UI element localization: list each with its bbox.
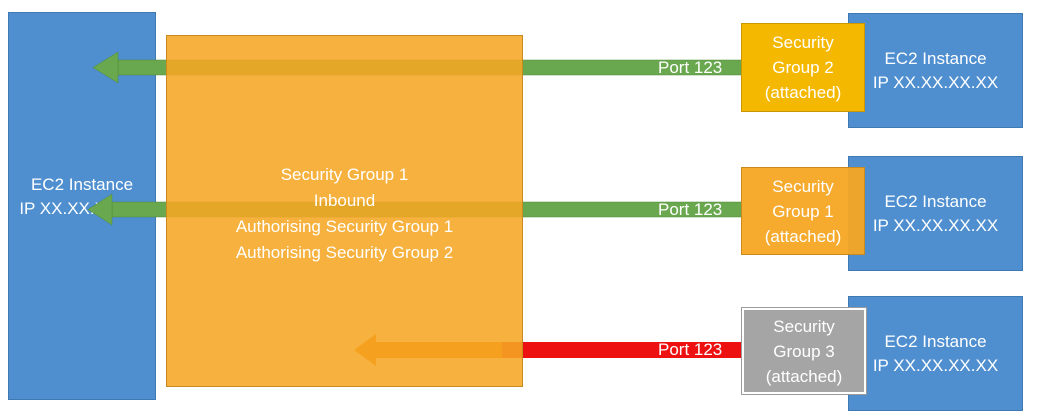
sg-main-rule-2: Authorising Security Group 2	[235, 243, 454, 262]
security-group-1-attached: Security Group 1 (attached)	[741, 167, 865, 255]
security-group-1-inbound: Security Group 1 Inbound Authorising Sec…	[166, 35, 523, 387]
sg-main-rule-1: Authorising Security Group 1	[235, 217, 454, 236]
sg1-line1: Security	[772, 176, 834, 196]
port-label-3: Port 123	[658, 340, 723, 359]
ec2-3-title: EC2 Instance	[884, 331, 987, 351]
sg-main-inbound: Inbound	[313, 191, 376, 210]
left-ec2-title: EC2 Instance	[30, 175, 134, 194]
ec2-2-title: EC2 Instance	[884, 191, 987, 211]
right-ec2-instance-2: EC2 Instance IP XX.XX.XX.XX	[848, 156, 1023, 271]
port-label-2: Port 123	[658, 200, 723, 219]
security-group-2-attached: Security Group 2 (attached)	[741, 23, 865, 112]
ec2-3-ip: IP XX.XX.XX.XX	[872, 355, 999, 375]
ec2-2-ip: IP XX.XX.XX.XX	[872, 215, 999, 235]
sg2-line3: (attached)	[764, 83, 842, 102]
ec2-1-title: EC2 Instance	[884, 48, 987, 68]
ec2-1-ip: IP XX.XX.XX.XX	[872, 72, 999, 92]
sg3-line3: (attached)	[765, 366, 843, 386]
right-ec2-instance-1: EC2 Instance IP XX.XX.XX.XX	[848, 13, 1023, 128]
security-group-3-attached: Security Group 3 (attached)	[741, 307, 867, 395]
sg1-line3: (attached)	[764, 226, 842, 246]
right-ec2-instance-3: EC2 Instance IP XX.XX.XX.XX	[848, 296, 1023, 411]
port-label-1: Port 123	[658, 58, 723, 77]
sg3-line1: Security	[773, 316, 835, 336]
sg2-line1: Security	[772, 33, 834, 52]
sg3-line2: Group 3	[773, 341, 835, 361]
sg2-line2: Group 2	[772, 58, 834, 77]
sg1-line2: Group 1	[772, 201, 834, 221]
sg-main-title: Security Group 1	[280, 165, 409, 184]
